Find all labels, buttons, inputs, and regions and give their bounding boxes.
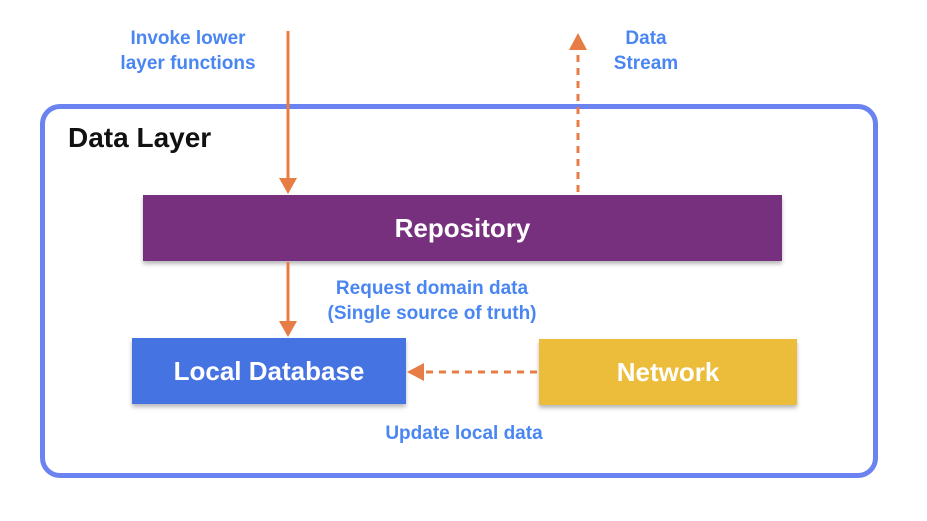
- request-label-line2: (Single source of truth): [327, 303, 537, 324]
- data-stream-label-line1: Data: [625, 28, 667, 49]
- data-stream-label: Data Stream: [598, 26, 694, 76]
- data-layer-title: Data Layer: [68, 122, 212, 153]
- invoke-label: Invoke lower layer functions: [105, 26, 271, 76]
- data-stream-label-line2: Stream: [613, 53, 679, 74]
- update-label-text: Update local data: [385, 423, 543, 444]
- local-database-node: Local Database: [132, 338, 406, 404]
- invoke-label-line1: Invoke lower: [130, 28, 246, 49]
- request-label: Request domain data (Single source of tr…: [300, 276, 564, 326]
- request-label-line1: Request domain data: [335, 278, 529, 299]
- invoke-label-line2: layer functions: [120, 53, 256, 74]
- invoke-arrowhead: [279, 178, 297, 194]
- repository-node: Repository: [143, 195, 782, 261]
- local-database-label: Local Database: [173, 355, 365, 386]
- data-stream-arrowhead: [569, 33, 587, 50]
- network-label: Network: [616, 356, 720, 387]
- request-arrowhead: [279, 321, 297, 337]
- update-arrowhead: [407, 363, 424, 381]
- data-layer-frame: [40, 104, 878, 478]
- network-node: Network: [539, 339, 797, 405]
- repository-label: Repository: [394, 212, 531, 243]
- update-label: Update local data: [366, 421, 562, 446]
